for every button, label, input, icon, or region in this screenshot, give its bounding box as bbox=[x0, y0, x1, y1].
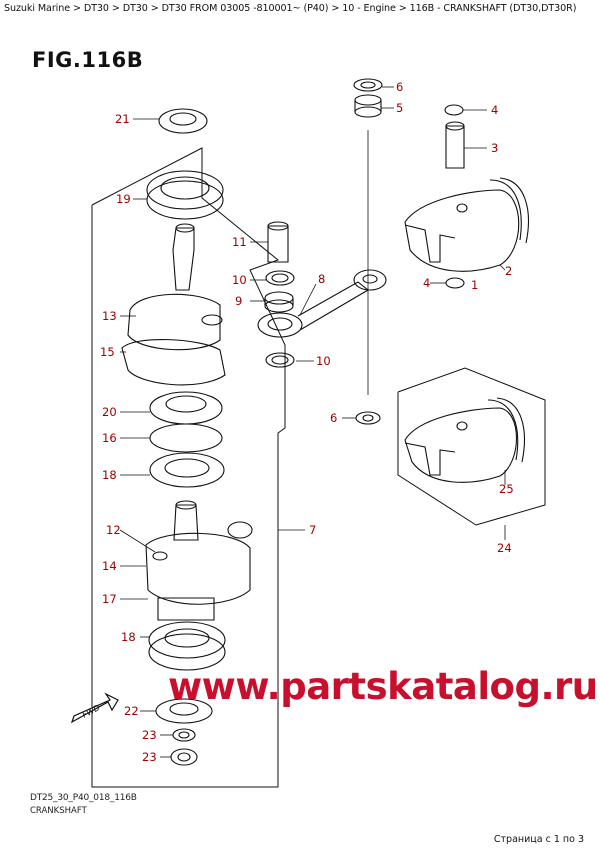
circlip-4-upper[interactable] bbox=[444, 104, 464, 116]
washer-6-lower[interactable] bbox=[355, 411, 381, 425]
callout-1[interactable]: 1 bbox=[471, 278, 478, 292]
callout-16[interactable]: 16 bbox=[102, 431, 117, 445]
piston-pin-3[interactable] bbox=[445, 121, 465, 169]
callout-20[interactable]: 20 bbox=[102, 405, 117, 419]
ring-23-upper[interactable] bbox=[172, 728, 196, 742]
callout-2[interactable]: 2 bbox=[505, 264, 512, 278]
crankshaft-lower[interactable] bbox=[145, 500, 253, 621]
callout-23-upper[interactable]: 23 bbox=[142, 728, 157, 742]
callout-10-upper[interactable]: 10 bbox=[232, 273, 247, 287]
forward-arrow-label: FWD bbox=[81, 703, 102, 720]
breadcrumb[interactable]: Suzuki Marine > DT30 > DT30 > DT30 FROM … bbox=[4, 3, 577, 14]
callout-18-lower[interactable]: 18 bbox=[121, 630, 136, 644]
callout-4-upper[interactable]: 4 bbox=[491, 103, 498, 117]
drawing-code: DT25_30_P40_018_116B bbox=[30, 793, 137, 803]
needle-bearing-9[interactable] bbox=[264, 291, 294, 313]
callout-labels: 21 19 11 10 9 8 10 6 5 4 3 2 4 1 13 15 2… bbox=[100, 80, 514, 764]
piston-rings-25[interactable] bbox=[487, 397, 525, 463]
callout-6-top[interactable]: 6 bbox=[396, 80, 403, 94]
callout-17[interactable]: 17 bbox=[102, 592, 117, 606]
washer-6-top[interactable] bbox=[353, 78, 383, 92]
bearing-18-lower[interactable] bbox=[148, 621, 226, 671]
callout-13[interactable]: 13 bbox=[102, 309, 117, 323]
callout-9[interactable]: 9 bbox=[235, 294, 242, 308]
callout-18-upper[interactable]: 18 bbox=[102, 468, 117, 482]
callout-8[interactable]: 8 bbox=[318, 272, 325, 286]
needle-bearing-5[interactable] bbox=[354, 94, 382, 118]
callout-4-lower[interactable]: 4 bbox=[423, 276, 430, 290]
washer-10-lower[interactable] bbox=[265, 352, 295, 368]
circlip-4-lower[interactable] bbox=[445, 277, 465, 289]
callout-25[interactable]: 25 bbox=[499, 482, 514, 496]
callout-19[interactable]: 19 bbox=[116, 192, 131, 206]
page-counter: Страница с 1 по 3 bbox=[493, 834, 584, 845]
callout-23-lower[interactable]: 23 bbox=[142, 750, 157, 764]
callout-5[interactable]: 5 bbox=[396, 101, 403, 115]
callout-10-lower[interactable]: 10 bbox=[316, 354, 331, 368]
forward-arrow-icon: FWD bbox=[70, 692, 119, 724]
callout-14[interactable]: 14 bbox=[102, 559, 117, 573]
callout-22[interactable]: 22 bbox=[124, 704, 139, 718]
seal-20[interactable] bbox=[149, 391, 223, 425]
bearing-18-upper[interactable] bbox=[149, 452, 225, 488]
leader-lines bbox=[119, 86, 506, 758]
figure-title: FIG.116B bbox=[32, 48, 144, 72]
ring-23-lower[interactable] bbox=[170, 748, 198, 766]
callout-12[interactable]: 12 bbox=[106, 523, 121, 537]
watermark: www.partskatalog.ru bbox=[168, 665, 598, 708]
bearing-19[interactable] bbox=[146, 170, 224, 220]
piston-1[interactable] bbox=[404, 189, 520, 272]
callout-21[interactable]: 21 bbox=[115, 112, 130, 126]
piston-24[interactable] bbox=[404, 407, 518, 483]
oil-seal-21[interactable] bbox=[158, 108, 208, 134]
callout-11[interactable]: 11 bbox=[232, 235, 247, 249]
callout-3[interactable]: 3 bbox=[491, 141, 498, 155]
connecting-rod-8[interactable] bbox=[257, 269, 387, 338]
assembly-frame-24 bbox=[397, 367, 546, 526]
callout-7[interactable]: 7 bbox=[309, 523, 316, 537]
callout-6-lower[interactable]: 6 bbox=[330, 411, 337, 425]
drawing-name: CRANKSHAFT bbox=[30, 806, 87, 816]
callout-15[interactable]: 15 bbox=[100, 345, 115, 359]
crank-pin-11[interactable] bbox=[267, 221, 289, 263]
piston-rings-2[interactable] bbox=[489, 177, 529, 244]
callout-24[interactable]: 24 bbox=[497, 541, 512, 555]
oring-16[interactable] bbox=[149, 423, 223, 453]
crankshaft-upper[interactable] bbox=[121, 223, 226, 386]
washer-10-upper[interactable] bbox=[265, 270, 295, 286]
assembly-frame-7 bbox=[91, 147, 286, 788]
